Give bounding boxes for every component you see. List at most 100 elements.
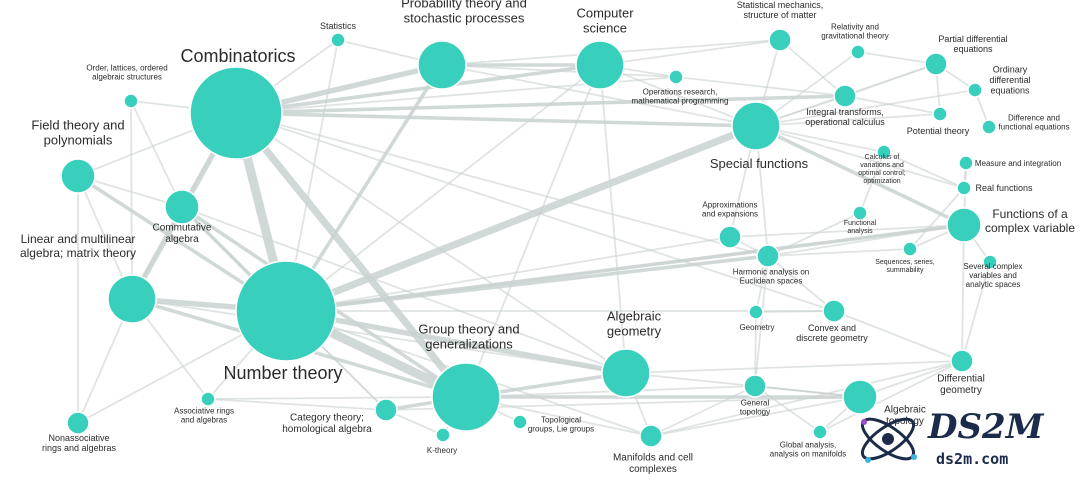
node-circle-order-lattices[interactable] (123, 93, 139, 109)
node-functional-analysis[interactable] (852, 205, 868, 221)
node-circle-field-theory[interactable] (60, 158, 96, 194)
edge-computer-science-special-functions (599, 64, 757, 127)
node-circle-difference-eq[interactable] (981, 119, 997, 135)
edge-number-theory-approximations (285, 236, 731, 312)
node-circle-operations-research[interactable] (668, 69, 684, 85)
node-ode[interactable] (967, 82, 983, 98)
node-label-line: Manifolds and cell (613, 452, 693, 463)
node-circle-linear-algebra[interactable] (107, 274, 157, 324)
node-measure-integration[interactable] (958, 155, 974, 171)
node-circle-category-theory[interactable] (374, 398, 398, 422)
node-operations-research[interactable] (668, 69, 684, 85)
node-circle-statistics[interactable] (330, 32, 346, 48)
node-circle-number-theory[interactable] (235, 260, 337, 362)
node-number-theory[interactable] (235, 260, 337, 362)
node-circle-group-theory[interactable] (431, 362, 501, 432)
node-several-complex[interactable] (982, 254, 998, 270)
node-special-functions[interactable] (731, 101, 781, 151)
node-relativity[interactable] (850, 44, 866, 60)
node-circle-potential-theory[interactable] (932, 106, 948, 122)
edge-algebraic-topology-manifolds (650, 396, 861, 437)
node-manifolds[interactable] (639, 424, 663, 448)
edge-field-theory-commutative-algebra (77, 175, 183, 208)
edge-calculus-of-variations-real-functions (883, 151, 965, 189)
node-circle-convex-geometry[interactable] (822, 299, 846, 323)
node-functions-complex[interactable] (946, 207, 982, 243)
node-convex-geometry[interactable] (822, 299, 846, 323)
edge-special-functions-functions-complex (754, 124, 966, 227)
node-general-topology[interactable] (743, 374, 767, 398)
node-circle-global-analysis[interactable] (812, 424, 828, 440)
node-circle-manifolds[interactable] (639, 424, 663, 448)
node-pde[interactable] (924, 52, 948, 76)
node-algebraic-geometry[interactable] (601, 348, 651, 398)
node-topological-groups[interactable] (512, 414, 528, 430)
node-algebraic-topology[interactable] (842, 379, 878, 415)
node-circle-statistical-mechanics[interactable] (768, 28, 792, 52)
node-global-analysis[interactable] (812, 424, 828, 440)
node-circle-computer-science[interactable] (575, 40, 625, 90)
node-label-line: equations (953, 44, 993, 54)
node-geometry[interactable] (748, 304, 764, 320)
node-nonassociative-rings[interactable] (66, 411, 90, 435)
node-circle-geometry[interactable] (748, 304, 764, 320)
node-differential-geometry[interactable] (950, 349, 974, 373)
node-combinatorics[interactable] (189, 66, 283, 160)
node-circle-real-functions[interactable] (956, 180, 972, 196)
node-category-theory[interactable] (374, 398, 398, 422)
node-associative-rings[interactable] (200, 391, 216, 407)
node-circle-associative-rings[interactable] (200, 391, 216, 407)
node-circle-differential-geometry[interactable] (950, 349, 974, 373)
node-circle-several-complex[interactable] (982, 254, 998, 270)
node-circle-general-topology[interactable] (743, 374, 767, 398)
edge-combinatorics-group-theory (232, 109, 470, 401)
node-harmonic-analysis[interactable] (756, 244, 780, 268)
ds2m-logo: DS2M ds2m.com (860, 407, 1045, 468)
node-integral-transforms[interactable] (833, 84, 857, 108)
node-circle-probability[interactable] (417, 40, 467, 90)
node-circle-sequences-series[interactable] (902, 241, 918, 257)
node-label-line: generalizations (425, 336, 513, 351)
node-calculus-of-variations[interactable] (876, 144, 892, 160)
node-potential-theory[interactable] (932, 106, 948, 122)
node-circle-measure-integration[interactable] (958, 155, 974, 171)
node-statistical-mechanics[interactable] (768, 28, 792, 52)
node-label-line: analytic spaces (966, 280, 1021, 289)
node-commutative-algebra[interactable] (164, 189, 200, 225)
node-difference-eq[interactable] (981, 119, 997, 135)
node-real-functions[interactable] (956, 180, 972, 196)
node-circle-integral-transforms[interactable] (833, 84, 857, 108)
node-circle-approximations[interactable] (718, 225, 742, 249)
node-circle-functions-complex[interactable] (946, 207, 982, 243)
node-order-lattices[interactable] (123, 93, 139, 109)
node-circle-k-theory[interactable] (435, 427, 451, 443)
node-circle-special-functions[interactable] (731, 101, 781, 151)
node-circle-algebraic-topology[interactable] (842, 379, 878, 415)
node-group-theory[interactable] (431, 362, 501, 432)
node-circle-combinatorics[interactable] (189, 66, 283, 160)
node-circle-harmonic-analysis[interactable] (756, 244, 780, 268)
node-approximations[interactable] (718, 225, 742, 249)
node-statistics[interactable] (330, 32, 346, 48)
node-circle-algebraic-geometry[interactable] (601, 348, 651, 398)
node-linear-algebra[interactable] (107, 274, 157, 324)
node-label-line: optimization (863, 178, 900, 185)
node-circle-topological-groups[interactable] (512, 414, 528, 430)
node-computer-science[interactable] (575, 40, 625, 90)
node-circle-ode[interactable] (967, 82, 983, 98)
node-k-theory[interactable] (435, 427, 451, 443)
node-circle-commutative-algebra[interactable] (164, 189, 200, 225)
node-circle-pde[interactable] (924, 52, 948, 76)
node-label-line: groups, Lie groups (528, 425, 594, 434)
node-circle-calculus-of-variations[interactable] (876, 144, 892, 160)
node-circle-functional-analysis[interactable] (852, 205, 868, 221)
node-field-theory[interactable] (60, 158, 96, 194)
node-probability[interactable] (417, 40, 467, 90)
node-circle-relativity[interactable] (850, 44, 866, 60)
node-sequences-series[interactable] (902, 241, 918, 257)
node-label-line: Integral transforms, (806, 107, 884, 117)
node-circle-nonassociative-rings[interactable] (66, 411, 90, 435)
